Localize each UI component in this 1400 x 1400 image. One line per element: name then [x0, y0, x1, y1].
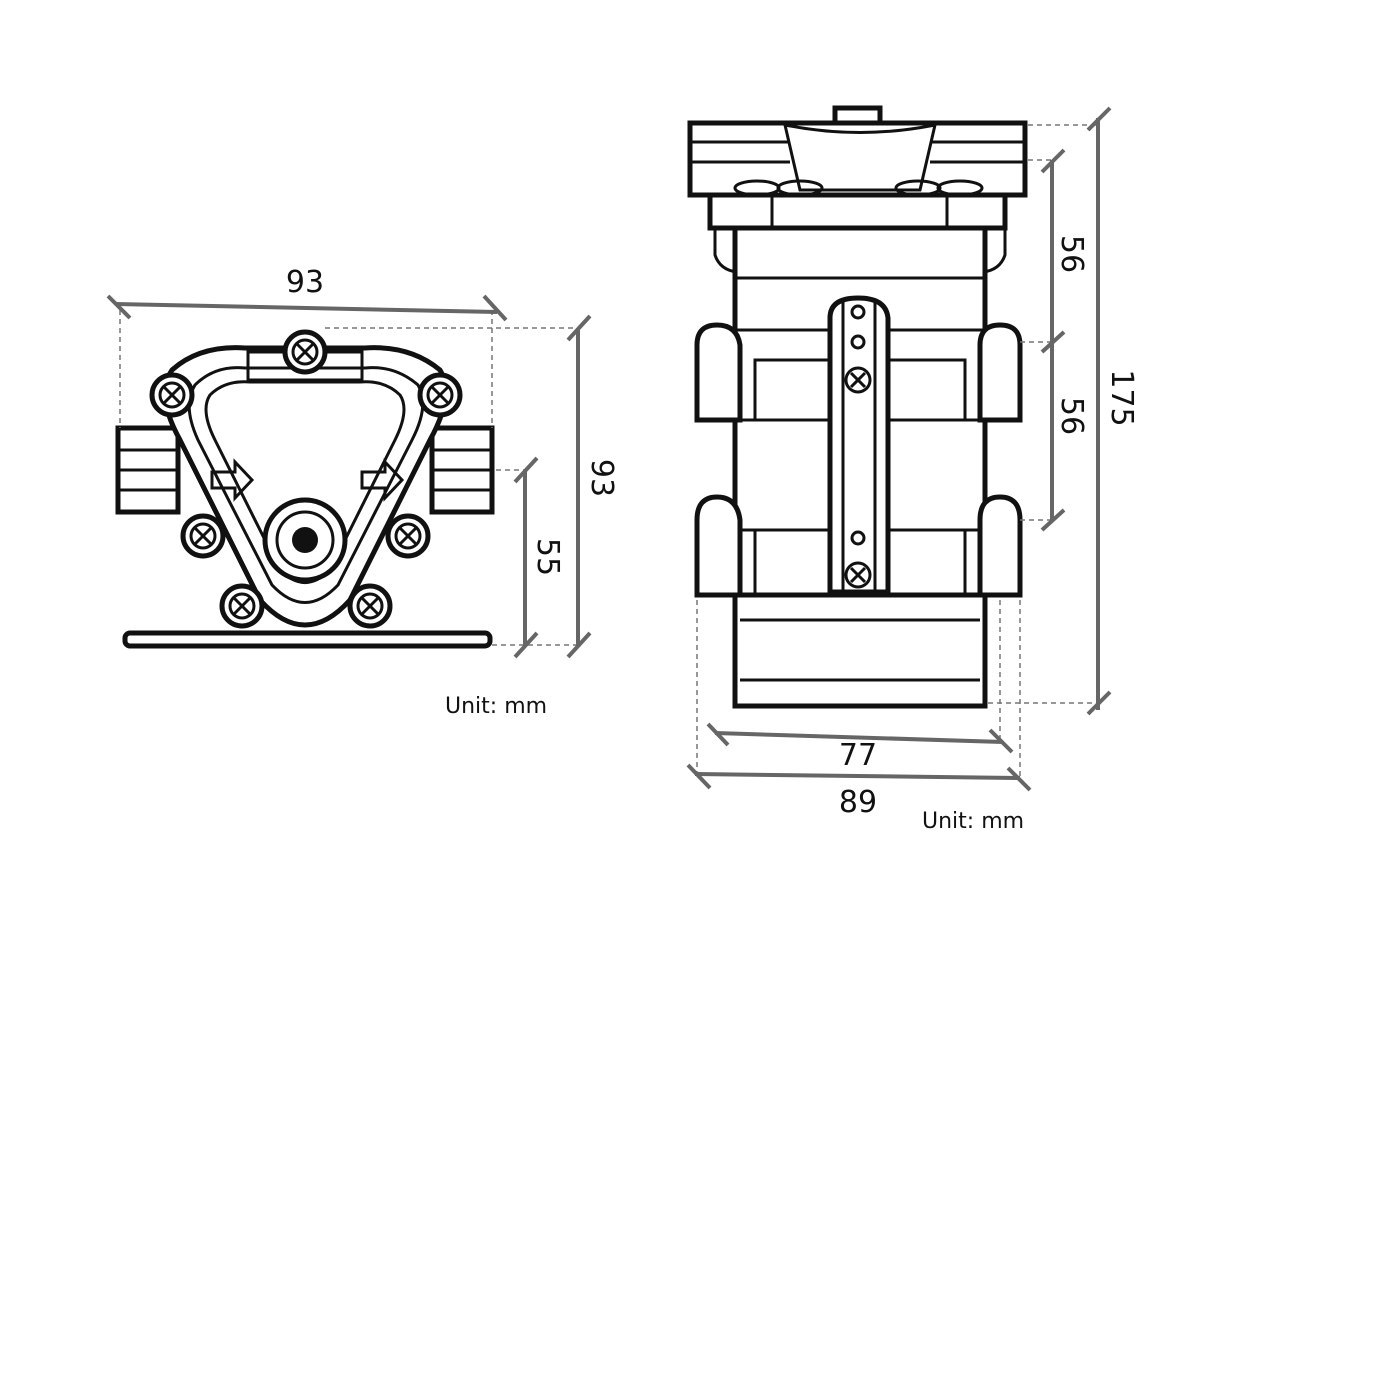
overall-width-label: 89: [839, 785, 877, 820]
mount-ear: [977, 322, 1023, 423]
screw-icon: [285, 332, 325, 372]
screw-icon: [350, 586, 390, 626]
front-width-label: 93: [286, 265, 324, 300]
side-unit-label: Unit: mm: [922, 809, 1024, 834]
screw-icon: [420, 375, 460, 415]
mounting-strap: [827, 295, 891, 595]
head-plate: [707, 192, 1008, 231]
flow-arrow-icon: [210, 458, 255, 502]
screw-icon: [844, 366, 872, 394]
width-dimension-line: [114, 302, 498, 314]
shaft-icon: [292, 527, 318, 553]
mount-ear: [694, 322, 743, 423]
screw-icon: [183, 516, 223, 556]
middle-section-label: 56: [1054, 397, 1089, 435]
mount-ear: [694, 494, 743, 598]
upper-section-label: 56: [1054, 235, 1089, 273]
screw-icon: [152, 375, 192, 415]
body-width-label: 77: [839, 738, 877, 773]
front-unit-label: Unit: mm: [445, 694, 547, 719]
screw-icon: [844, 561, 872, 589]
total-height-label: 175: [1104, 369, 1139, 426]
screw-icon: [222, 586, 262, 626]
mount-ear: [977, 494, 1023, 598]
front-view: 93 93 55 Unit: mm: [106, 265, 619, 719]
inlet-height-label: 55: [530, 538, 565, 576]
side-view: 175 56 56 77 89 Unit: mm: [686, 105, 1139, 834]
base-plate: [122, 630, 493, 649]
front-height-label: 93: [584, 459, 619, 497]
screw-icon: [388, 516, 428, 556]
flow-arrow-icon: [360, 458, 405, 502]
